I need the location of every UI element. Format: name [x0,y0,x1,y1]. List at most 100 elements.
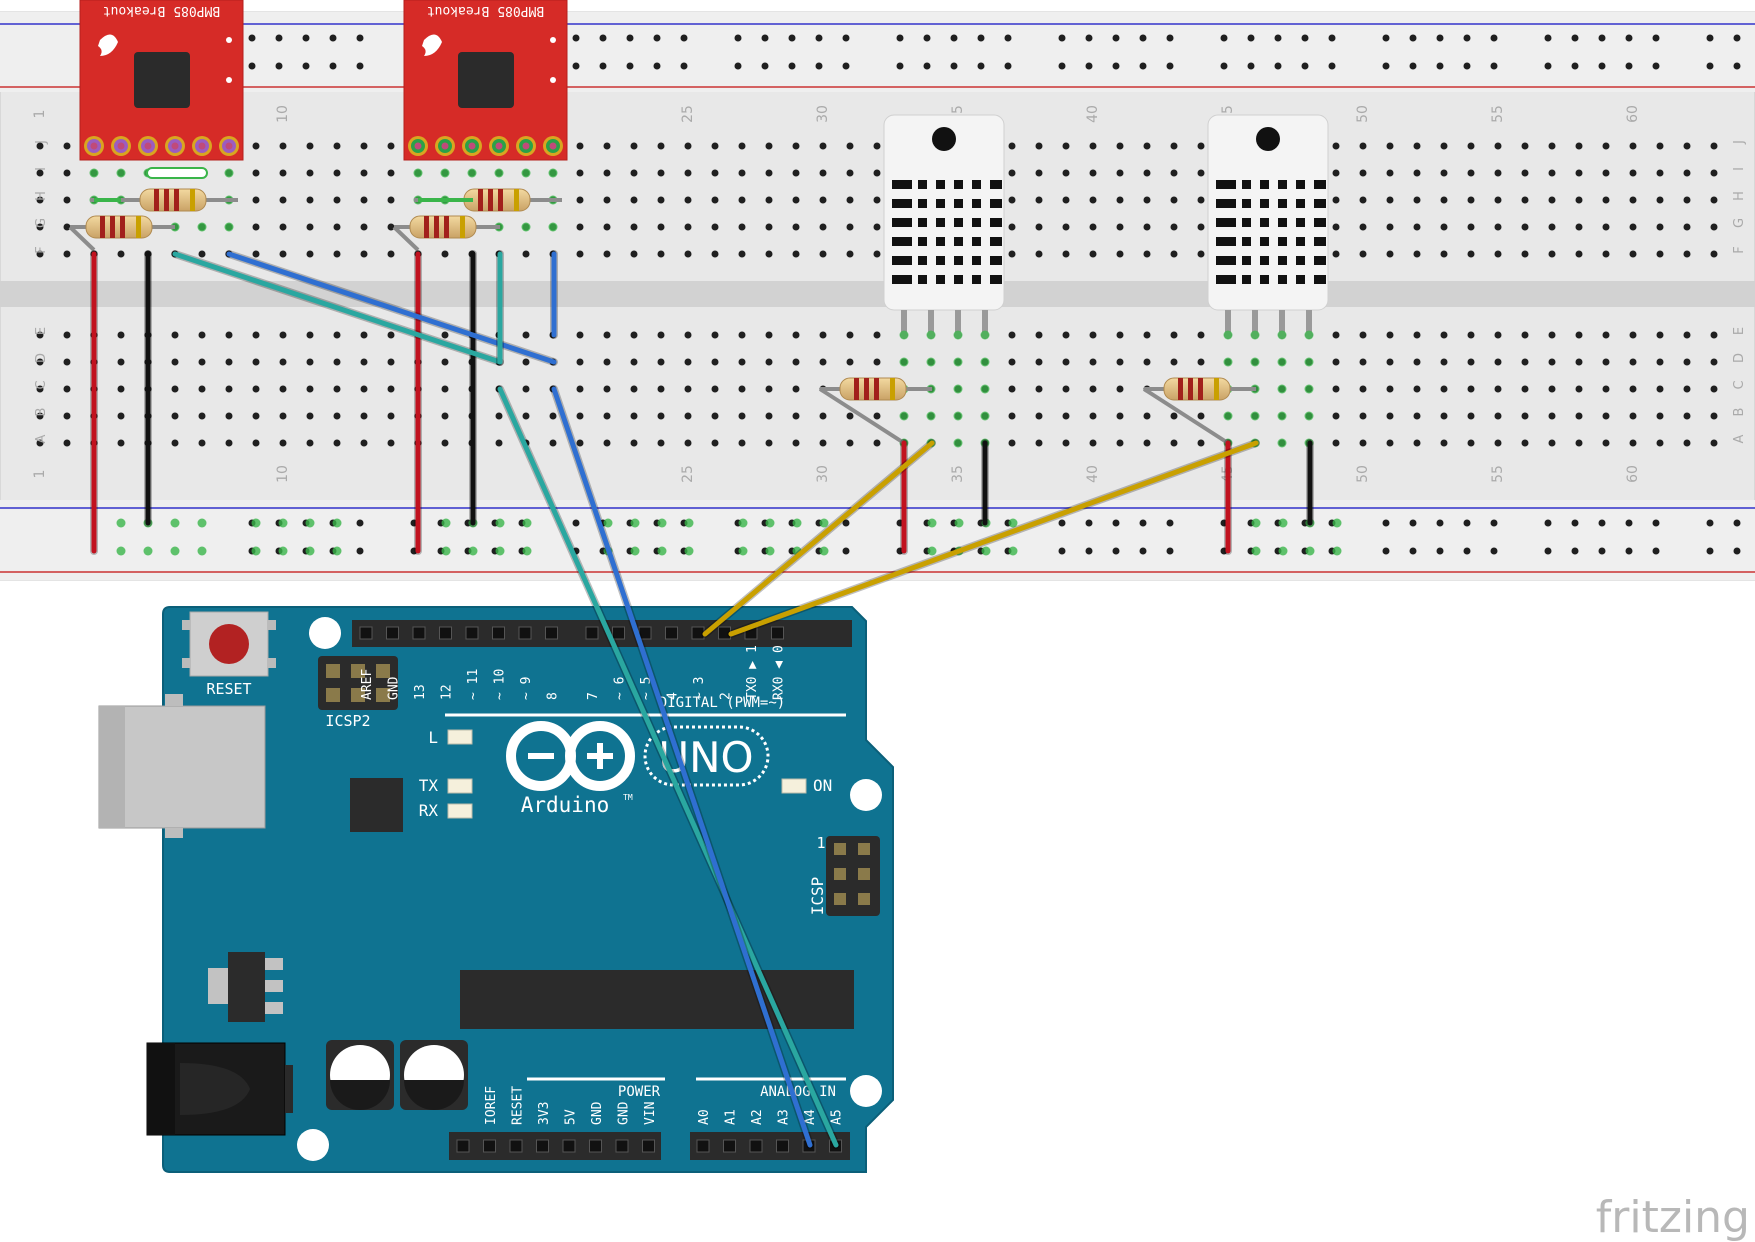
breadboard-hole [819,439,827,447]
breadboard-hole [522,250,530,258]
breadboard-hole [576,223,584,231]
wire-dht2-data-to-d4[interactable] [728,440,1259,637]
connected-hole [441,518,451,528]
dht22-sensor-1[interactable] [883,114,1005,448]
connected-hole [548,168,558,178]
header-pin[interactable] [439,626,452,640]
sensor-leg [901,310,907,338]
wire-dht1-data-to-d5[interactable] [702,440,935,637]
analog-header[interactable] [690,1132,850,1160]
breadboard-hole [1710,331,1718,339]
header-pin[interactable] [771,626,784,640]
wire-sda-link[interactable] [172,251,503,365]
breadboard-hole [1710,223,1718,231]
usb-b-connector[interactable] [98,694,266,838]
breadboard-hole [1008,223,1016,231]
resistor[interactable] [1144,377,1256,401]
breadboard-hole [252,412,260,420]
header-pin[interactable] [545,626,558,640]
reset-button-cap[interactable] [209,624,249,664]
breadboard-hole [1548,169,1556,177]
breadboard-hole [1143,331,1151,339]
header-pin[interactable] [776,1139,789,1153]
breadboard-hole [873,169,881,177]
rail-hole [329,62,337,70]
dc-power-jack[interactable] [146,1042,293,1136]
breadboard-hole [1467,439,1475,447]
reset-button[interactable] [182,611,276,677]
breadboard-hole [1170,223,1178,231]
vent-slot [1296,237,1305,246]
breadboard-hole [738,196,746,204]
rail-hole [1085,62,1093,70]
column-number-top: 10 [275,105,291,123]
connected-hole [1305,546,1315,556]
connected-hole [1277,357,1287,367]
header-pin[interactable] [615,1139,629,1153]
header-pin[interactable] [536,1139,549,1153]
header-pin[interactable] [456,1139,470,1153]
breadboard-hole [1008,142,1016,150]
breakout-pin [90,142,98,150]
header-pin[interactable] [465,626,479,640]
uno-badge [643,725,770,787]
header-pin[interactable] [509,1139,523,1153]
header-pin[interactable] [492,626,505,640]
breadboard-hole [1332,331,1340,339]
breadboard-hole [738,439,746,447]
wire-sda-to-a5[interactable] [497,386,839,1148]
breadboard-hole [846,169,854,177]
header-pin[interactable] [518,626,532,640]
header-pin[interactable] [386,626,399,640]
breadboard-hole [1386,196,1394,204]
icsp-header[interactable] [826,836,880,916]
header-pin[interactable] [412,626,426,640]
dht22-sensor-2[interactable] [1207,114,1329,448]
breadboard-hole [1602,412,1610,420]
breadboard-hole [657,439,665,447]
header-pin[interactable] [589,1139,602,1153]
breadboard-hole [1143,169,1151,177]
digital-header[interactable] [352,620,852,647]
breadboard-hole [738,412,746,420]
resistor[interactable] [70,215,175,239]
header-pin[interactable] [749,1139,763,1153]
breadboard-hole [1548,439,1556,447]
breadboard-hole [279,196,287,204]
header-pin[interactable] [696,1139,710,1153]
header-pin[interactable] [585,626,599,640]
breadboard-hole [1548,358,1556,366]
header-pin[interactable] [723,1139,736,1153]
resistor[interactable] [394,215,500,239]
power-header[interactable] [449,1132,661,1160]
vent-slot [1296,275,1305,284]
resistor-band [498,189,503,211]
breadboard-hole [846,331,854,339]
header-pin[interactable] [612,626,625,640]
header-pin[interactable] [483,1139,496,1153]
rail-hole [1463,62,1471,70]
breadboard-hole [1008,169,1016,177]
icsp2-header[interactable] [318,656,398,710]
breadboard-hole [36,358,44,366]
header-pin[interactable] [642,1139,655,1153]
rail-hole [248,34,256,42]
led-on-label: ON [813,776,832,795]
breadboard-hole [1629,385,1637,393]
connected-hole [765,546,775,556]
breadboard-hole [1008,439,1016,447]
wire-scl-to-a4[interactable] [551,386,813,1148]
breadboard-hole [36,223,44,231]
header-pin[interactable] [562,1139,576,1153]
resistor[interactable] [820,377,932,401]
resistor[interactable] [414,188,562,212]
breadboard-hole [1386,223,1394,231]
header-pin[interactable] [665,626,678,640]
breadboard-hole [684,169,692,177]
header-pin[interactable] [359,626,373,640]
breadboard-hole [1116,412,1124,420]
dht22-1-vents [892,180,1002,284]
bmp085-breakout-1[interactable]: BMP085 Breakout [79,0,244,232]
breadboard-hole [387,412,395,420]
